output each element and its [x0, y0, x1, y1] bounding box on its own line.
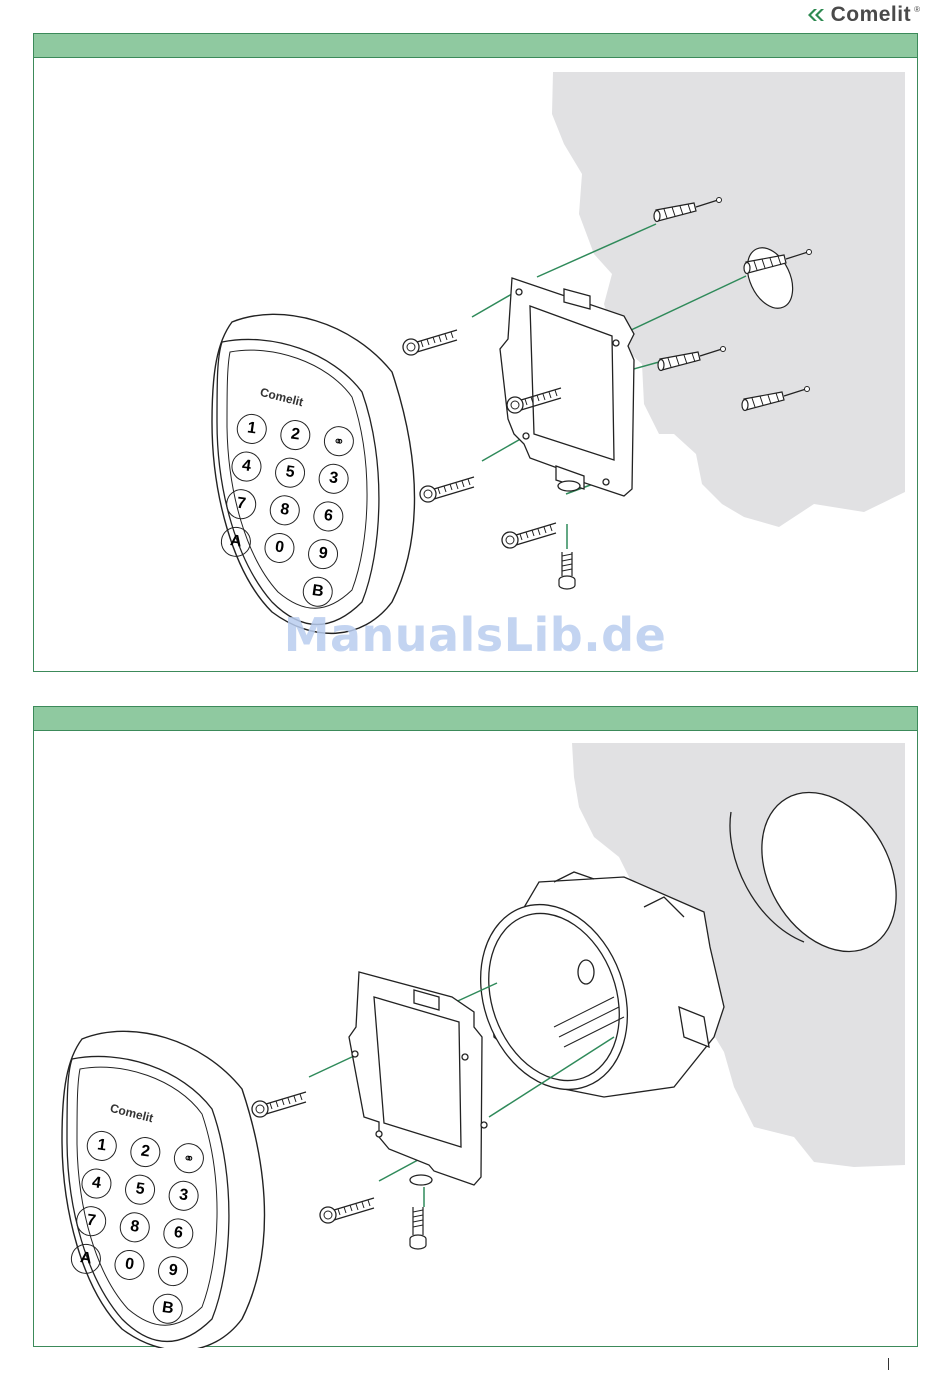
fixing-screw [502, 523, 556, 548]
keypad-key: B [301, 575, 335, 609]
keypad-key: B [151, 1292, 185, 1326]
keypad-key: 4 [230, 450, 264, 484]
watermark-text: ManualsLib.de [0, 608, 950, 662]
mounting-plate [349, 972, 487, 1185]
keypad-keys-grid: 1 2 ⚭ 4 5 3 7 8 6 A 0 9 B [64, 1129, 218, 1327]
fixing-screw [403, 330, 457, 355]
wall-mount-illustration [34, 34, 919, 673]
locking-screw [410, 1207, 426, 1249]
keypad-key: A [69, 1242, 103, 1276]
keypad-keys-grid: 1 2 ⚭ 4 5 3 7 8 6 A 0 9 B [214, 412, 368, 610]
step-panel-wall-mounting: Comelit 1 2 ⚭ 4 5 3 7 8 6 A 0 9 B [33, 33, 918, 672]
keypad-key: A [219, 525, 253, 559]
keypad-key: 2 [278, 418, 312, 452]
keypad-key: 1 [235, 412, 269, 446]
brand-logo: Comelit ® [806, 4, 920, 26]
keypad-key: 5 [273, 456, 307, 490]
keypad-key: 9 [306, 537, 340, 571]
keypad-key: 3 [167, 1179, 201, 1213]
keypad-key: 6 [311, 500, 345, 534]
keypad-key: 7 [74, 1204, 108, 1238]
keypad-key: 3 [317, 462, 351, 496]
keypad-key: 0 [263, 531, 297, 565]
keypad-key: 8 [118, 1210, 152, 1244]
comelit-chevrons-icon [806, 8, 828, 22]
keypad-key: 2 [128, 1135, 162, 1169]
fixing-screw [320, 1198, 374, 1223]
keypad-key: 8 [268, 493, 302, 527]
keypad-key-bell-icon: ⚭ [322, 424, 356, 458]
page-number-marker [888, 1358, 889, 1370]
keypad-key: 4 [80, 1167, 114, 1201]
keypad-key: 5 [123, 1173, 157, 1207]
step-panel-flush-box-mounting: Comelit 1 2 ⚭ 4 5 3 7 8 6 A 0 9 B [33, 706, 918, 1347]
keypad-key: 9 [156, 1254, 190, 1288]
brand-name: Comelit [831, 4, 912, 26]
trademark-symbol: ® [914, 5, 920, 14]
keypad-key-bell-icon: ⚭ [172, 1141, 206, 1175]
keypad-key: 1 [85, 1129, 119, 1163]
fixing-screw [252, 1092, 306, 1117]
fixing-screw [420, 477, 474, 502]
keypad-key: 7 [224, 487, 258, 521]
flush-box [456, 872, 724, 1110]
keypad-key: 6 [161, 1217, 195, 1251]
keypad-key: 0 [113, 1248, 147, 1282]
locking-screw [559, 552, 575, 589]
